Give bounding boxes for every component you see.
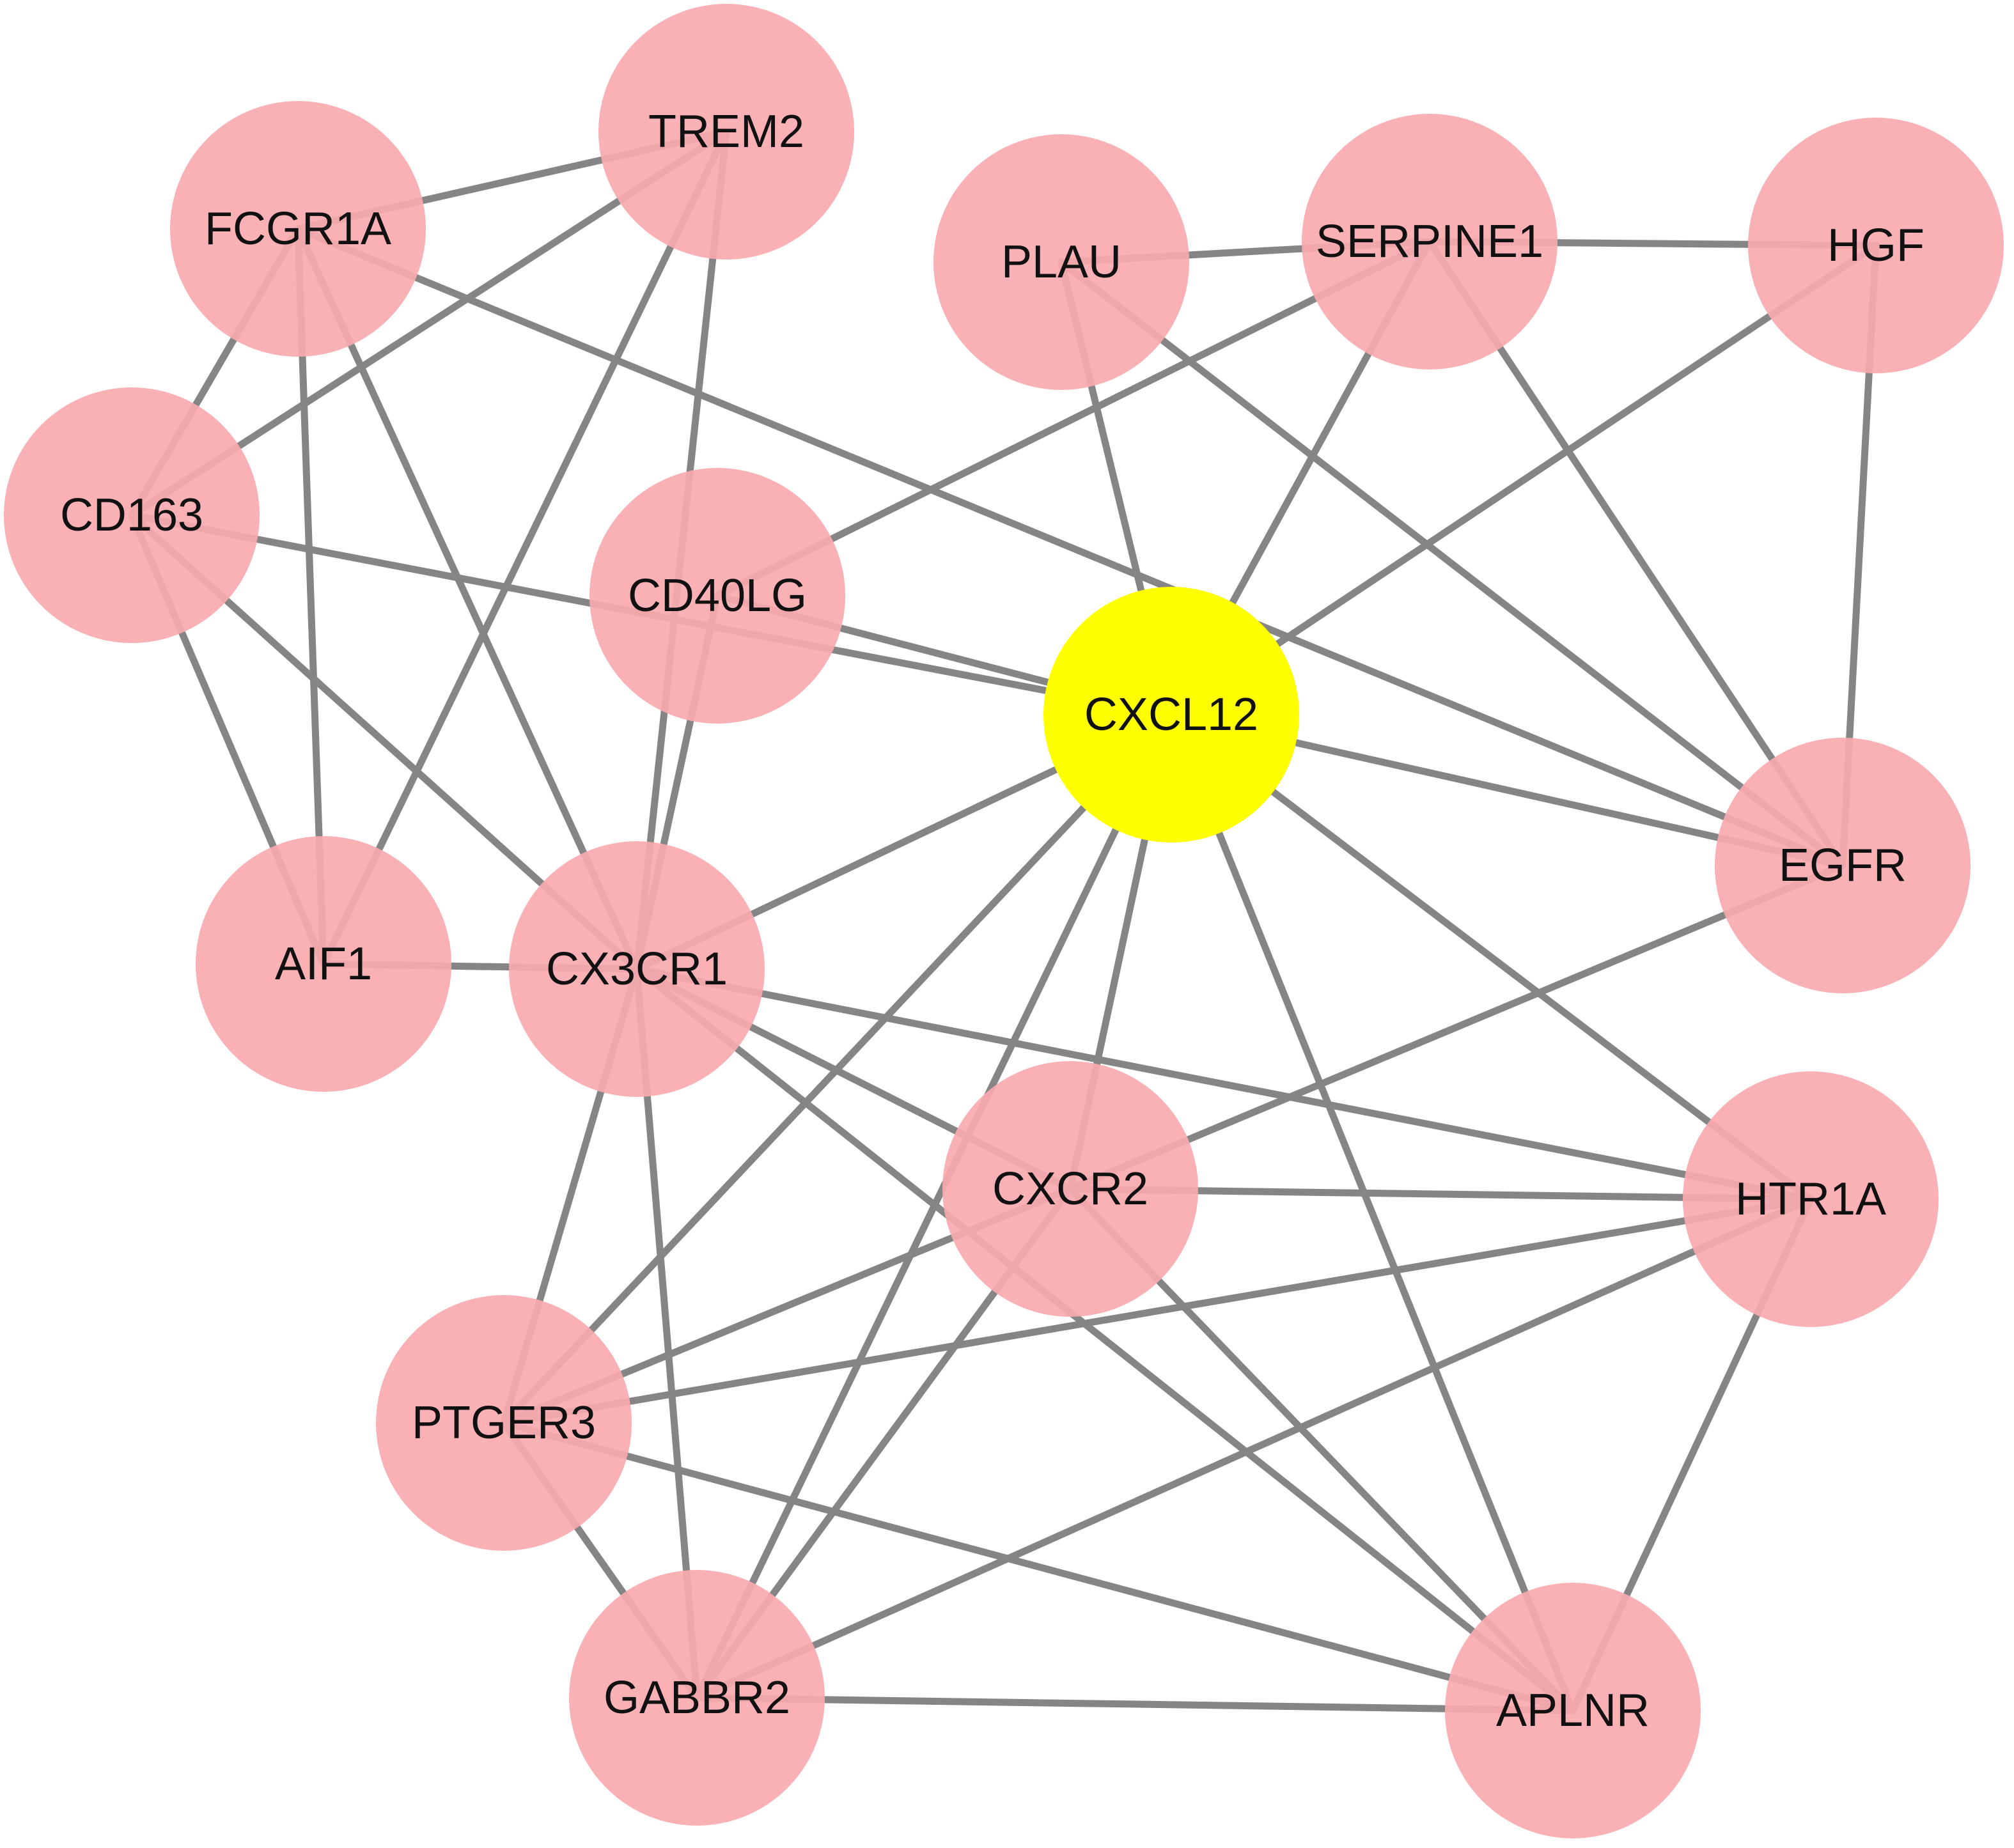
node-trem2: TREM2 (598, 4, 854, 260)
node-circle-aplnr (1445, 1583, 1701, 1838)
node-circle-cd163 (4, 387, 260, 643)
node-label-ptger3: PTGER3 (412, 1397, 596, 1448)
node-label-cx3cr1: CX3CR1 (546, 943, 728, 995)
node-gabbr2: GABBR2 (569, 1570, 825, 1826)
edge-fcgr1a-egfr (294, 225, 1846, 869)
node-egfr: EGFR (1715, 738, 1971, 993)
edge-cx3cr1-htr1a (633, 965, 1815, 1203)
edge-egfr-cxcr2 (1066, 862, 1846, 1193)
node-label-htr1a: HTR1A (1735, 1174, 1886, 1225)
edge-htr1a-ptger3 (500, 1195, 1815, 1427)
node-label-cd40lg: CD40LG (628, 570, 807, 621)
node-htr1a: HTR1A (1683, 1071, 1939, 1327)
edge-gabbr2-aplnr (693, 1694, 1577, 1714)
node-plau: PLAU (933, 134, 1189, 390)
node-cd163: CD163 (4, 387, 260, 643)
node-label-gabbr2: GABBR2 (604, 1672, 790, 1723)
node-cx3cr1: CX3CR1 (509, 841, 765, 1097)
node-label-cxcl12: CXCL12 (1084, 689, 1258, 740)
edge-htr1a-gabbr2 (693, 1195, 1815, 1702)
node-circle-trem2 (598, 4, 854, 260)
edge-trem2-aif1 (320, 128, 730, 968)
node-label-trem2: TREM2 (648, 106, 804, 157)
node-cxcl12: CXCL12 (1043, 587, 1299, 842)
node-aplnr: APLNR (1445, 1583, 1701, 1838)
node-circle-hgf (1748, 118, 2004, 373)
edge-cxcl12-aplnr (1167, 711, 1577, 1714)
node-cxcr2: CXCR2 (942, 1061, 1198, 1317)
node-circle-gabbr2 (569, 1570, 825, 1826)
node-circle-fcgr1a (170, 101, 426, 357)
node-label-cxcr2: CXCR2 (992, 1163, 1148, 1215)
edge-ptger3-aplnr (500, 1419, 1577, 1714)
node-label-egfr: EGFR (1779, 840, 1907, 891)
node-hgf: HGF (1748, 118, 2004, 373)
node-circle-ptger3 (376, 1295, 632, 1551)
node-label-serpine1: SERPINE1 (1316, 216, 1543, 267)
edge-cx3cr1-aplnr (633, 965, 1577, 1714)
edge-serpine1-cd40lg (714, 238, 1433, 600)
node-circle-cxcl12 (1043, 587, 1299, 842)
node-fcgr1a: FCGR1A (170, 101, 426, 357)
node-label-aplnr: APLNR (1496, 1685, 1650, 1736)
node-ptger3: PTGER3 (376, 1295, 632, 1551)
node-label-cd163: CD163 (60, 490, 203, 541)
node-label-aif1: AIF1 (275, 938, 372, 990)
node-circle-egfr (1715, 738, 1971, 993)
node-circle-htr1a (1683, 1071, 1939, 1327)
edge-fcgr1a-cx3cr1 (294, 225, 641, 973)
node-circle-cd40lg (589, 468, 845, 724)
node-circle-plau (933, 134, 1189, 390)
node-label-hgf: HGF (1827, 220, 1924, 271)
node-circle-aif1 (196, 836, 451, 1092)
node-cd40lg: CD40LG (589, 468, 845, 724)
node-label-plau: PLAU (1001, 237, 1121, 288)
node-serpine1: SERPINE1 (1302, 114, 1557, 369)
edge-hgf-cxcl12 (1167, 242, 1880, 718)
node-circle-cxcr2 (942, 1061, 1198, 1317)
node-aif1: AIF1 (196, 836, 451, 1092)
node-circle-serpine1 (1302, 114, 1557, 369)
node-circle-cx3cr1 (509, 841, 765, 1097)
node-label-fcgr1a: FCGR1A (205, 203, 391, 254)
edge-cxcl12-htr1a (1167, 711, 1815, 1203)
